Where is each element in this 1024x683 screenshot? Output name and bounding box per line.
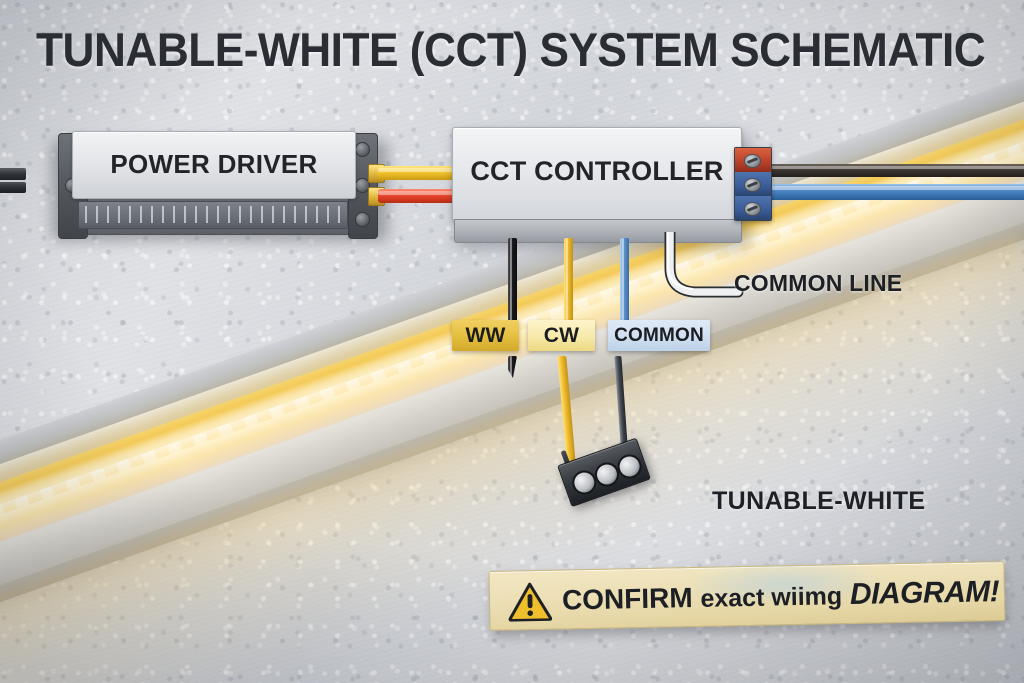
wire-dark-output bbox=[766, 164, 1024, 177]
terminal-blue-2[interactable] bbox=[735, 196, 771, 220]
warning-banner-body: CONFIRM exact wiimg DIAGRAM! bbox=[488, 561, 1006, 631]
wire-common-line bbox=[664, 232, 744, 298]
wire-common-drop bbox=[620, 238, 629, 330]
wire-cw-drop bbox=[564, 238, 573, 330]
common-line-label: COMMON LINE bbox=[734, 270, 903, 296]
page-title: TUNABLE-WHITE (CCT) SYSTEM SCHEMATIC bbox=[36, 23, 986, 76]
mains-input-cable-2 bbox=[0, 182, 26, 193]
screw-icon bbox=[355, 142, 370, 157]
power-driver-faceplate: POWER DRIVER bbox=[72, 131, 356, 199]
warning-word-exact-wiring: exact wiimg bbox=[700, 582, 843, 613]
wire-tag-common[interactable]: COMMON bbox=[608, 320, 710, 351]
warning-word-diagram: DIAGRAM! bbox=[849, 575, 1000, 612]
cct-controller-body: CCT CONTROLLER bbox=[452, 127, 742, 221]
power-driver-vent bbox=[78, 201, 348, 229]
cct-controller[interactable]: CCT CONTROLLER bbox=[452, 127, 772, 247]
terminal-blue-1[interactable] bbox=[735, 172, 771, 196]
mains-input-cable-1 bbox=[0, 168, 26, 180]
power-driver-vent-slots bbox=[85, 206, 341, 223]
warning-banner-text: CONFIRM exact wiimg DIAGRAM! bbox=[561, 573, 1000, 619]
tunable-white-label: TUNABLE-WHITE bbox=[712, 487, 926, 515]
warning-banner[interactable]: CONFIRM exact wiimg DIAGRAM! bbox=[488, 561, 1006, 636]
terminal-red[interactable] bbox=[735, 148, 771, 172]
screw-icon bbox=[355, 212, 370, 227]
wire-blue-output bbox=[766, 184, 1024, 200]
wire-ww-drop-lower bbox=[508, 356, 517, 378]
cct-controller-label: CCT CONTROLLER bbox=[470, 156, 724, 186]
wire-ww-drop bbox=[508, 238, 517, 330]
wire-cw-drop-lower bbox=[557, 356, 576, 464]
screw-icon bbox=[744, 178, 761, 192]
warning-triangle-icon bbox=[508, 582, 553, 622]
screw-icon bbox=[744, 154, 761, 168]
power-driver[interactable]: POWER DRIVER bbox=[48, 131, 388, 241]
wire-red-driver-to-controller bbox=[378, 189, 458, 203]
cct-controller-base bbox=[454, 219, 742, 243]
wire-yellow-driver-to-controller bbox=[378, 166, 458, 180]
cct-controller-terminal-block[interactable] bbox=[734, 147, 772, 221]
screw-icon bbox=[744, 202, 761, 216]
wire-tag-ww[interactable]: WW bbox=[452, 320, 519, 351]
warning-word-confirm: CONFIRM bbox=[561, 582, 693, 616]
wire-tag-cw[interactable]: CW bbox=[528, 320, 595, 351]
power-driver-label: POWER DRIVER bbox=[110, 149, 318, 179]
